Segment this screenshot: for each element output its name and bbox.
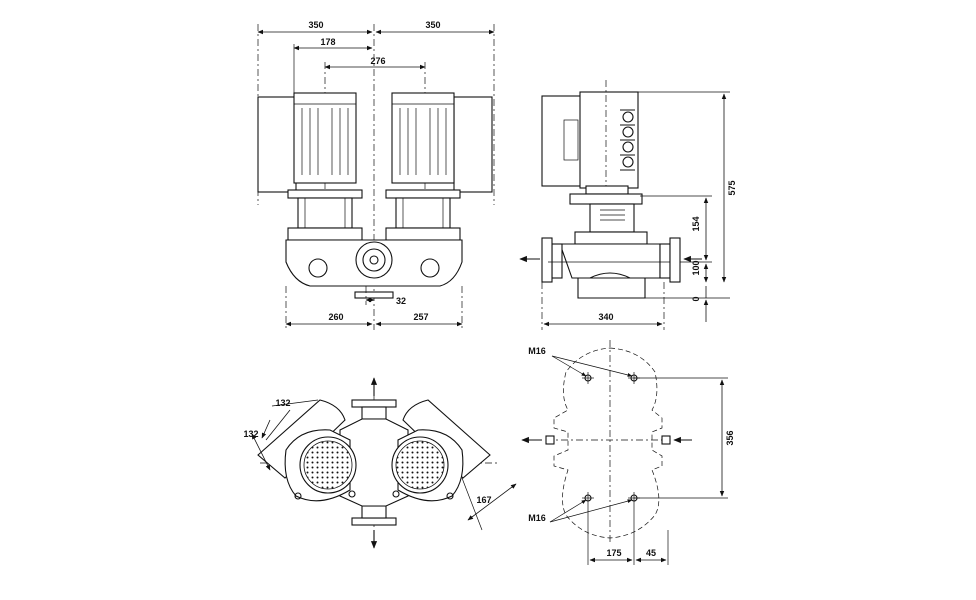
dim-total-height: 575 — [727, 180, 737, 195]
dim-port-height: 100 — [691, 260, 701, 275]
dim-bolt-spacing: 356 — [725, 430, 735, 445]
label-bolt-top: M16 — [528, 346, 546, 356]
dim-front-width-left: 350 — [308, 20, 323, 30]
dim-base-right: 257 — [413, 312, 428, 322]
dim-motor-spacing: 276 — [370, 56, 385, 66]
dim-motor-a: 132 — [275, 398, 290, 408]
dim-offset-b: 45 — [646, 548, 656, 558]
dim-base-left: 260 — [328, 312, 343, 322]
dim-inlet-offset: 32 — [396, 296, 406, 306]
dim-motor-offset: 178 — [320, 37, 335, 47]
dim-motor-c: 167 — [476, 495, 491, 505]
dim-front-width-right: 350 — [425, 20, 440, 30]
dim-coupling-height: 154 — [691, 216, 701, 231]
foundation-view: M16 M16 356 175 45 — [521, 340, 735, 565]
dim-offset-a: 175 — [606, 548, 621, 558]
front-view: 350 350 178 276 32 260 257 — [257, 20, 495, 330]
dim-base-level: 0 — [691, 296, 701, 301]
dim-side-width: 340 — [598, 312, 613, 322]
label-bolt-bottom: M16 — [528, 513, 546, 523]
top-view: 132 132 167 — [243, 377, 517, 549]
side-view: 575 154 100 0 340 — [519, 80, 737, 330]
dim-motor-b: 132 — [243, 429, 258, 439]
